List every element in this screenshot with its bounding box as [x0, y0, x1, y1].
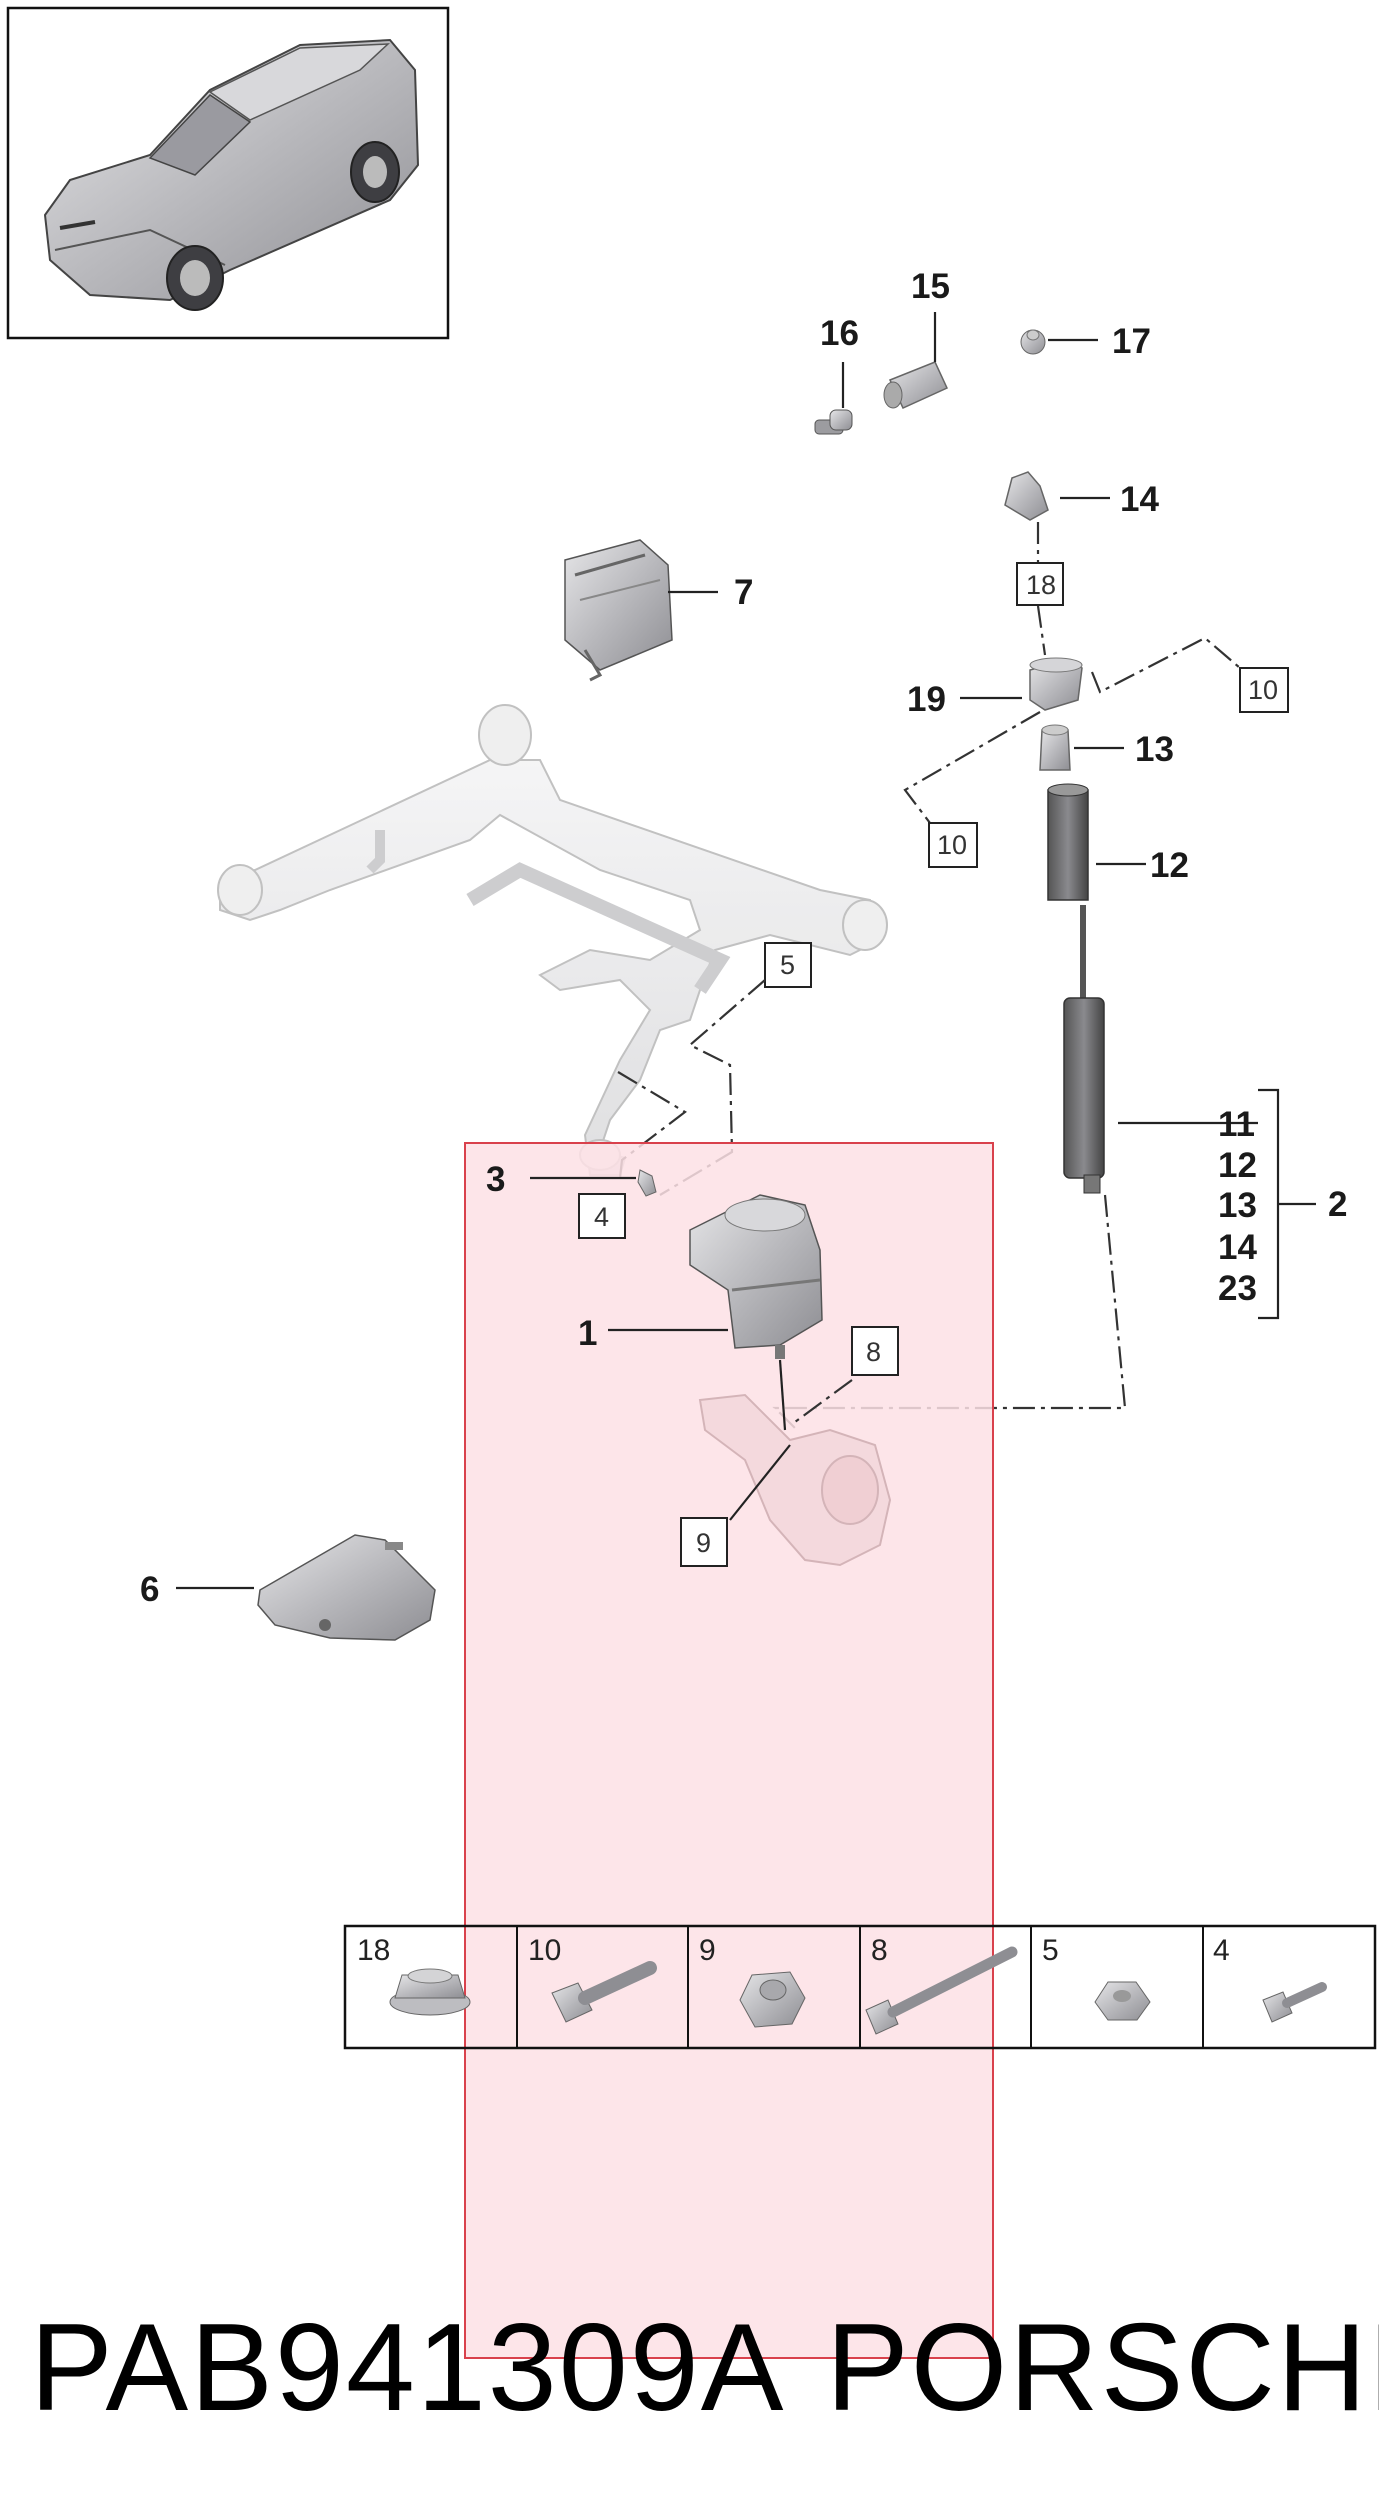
svg-text:5: 5: [780, 950, 795, 980]
bolt-icon: [551, 1961, 657, 2023]
vehicle-thumbnail: [6, 6, 450, 340]
svg-text:5: 5: [1042, 1934, 1059, 1967]
part-3-level-sensor: 3: [486, 1160, 657, 1199]
wheel-carrier: [698, 1393, 892, 1567]
svg-text:4: 4: [594, 1202, 609, 1232]
group-item-13: 13: [1218, 1186, 1257, 1225]
group-item-12: 12: [1218, 1146, 1257, 1185]
ref-box-10-lower: 10: [903, 711, 1041, 868]
callout-1: 1: [578, 1314, 597, 1353]
part-17-cap: 17: [1020, 322, 1151, 361]
part-19-bearing: 19: [907, 657, 1083, 719]
svg-text:8: 8: [866, 1337, 881, 1367]
callout-14: 14: [1120, 480, 1159, 519]
callout-11: 11: [1218, 1105, 1255, 1144]
part-15-dust-sleeve: 15: [883, 267, 950, 409]
svg-text:10: 10: [528, 1934, 561, 1967]
table-cell-8: 8: [865, 1934, 1018, 2035]
hex-nut-icon: [1094, 1981, 1151, 2021]
svg-text:9: 9: [699, 1934, 716, 1967]
part-1-air-spring: 1: [578, 1194, 823, 1431]
callout-16: 16: [820, 314, 859, 353]
svg-text:9: 9: [696, 1528, 711, 1558]
group-item-14: 14: [1218, 1228, 1257, 1267]
part-6-sensor-module: 6: [140, 1534, 436, 1641]
bracket-group-2: 2 12 13 14 23: [1218, 1088, 1347, 1320]
callout-7: 7: [734, 573, 753, 612]
part-16-valve: 16: [814, 314, 859, 435]
highlight-region: [464, 1142, 994, 2359]
ref-box-9: 9: [680, 1444, 791, 1567]
callout-3: 3: [486, 1160, 505, 1199]
group-item-23: 23: [1218, 1269, 1257, 1308]
table-cell-18: 18: [357, 1934, 471, 2016]
table-cell-5: 5: [1042, 1934, 1151, 2021]
callout-17: 17: [1112, 322, 1151, 361]
short-bolt-icon: [1262, 1982, 1327, 2023]
long-bolt-icon: [865, 1946, 1018, 2035]
part-14-top-mount: 14: [1004, 471, 1159, 521]
table-cell-10: 10: [528, 1934, 657, 2023]
table-cell-4: 4: [1213, 1934, 1327, 2023]
callout-6: 6: [140, 1570, 159, 1609]
hardware-table: 18 10 9 8: [343, 1924, 1377, 2050]
suv-illustration-icon: [43, 38, 420, 311]
hex-nut-icon: [739, 1971, 806, 2028]
table-cell-9: 9: [699, 1934, 806, 2028]
callout-19: 19: [907, 680, 946, 719]
callout-2: 2: [1328, 1185, 1347, 1224]
svg-text:18: 18: [357, 1934, 390, 1967]
part-12-dust-boot: 12: [1047, 783, 1189, 901]
part-13-bump-stop: 13: [1039, 724, 1174, 771]
svg-text:18: 18: [1026, 570, 1056, 600]
callout-12: 12: [1150, 846, 1189, 885]
svg-text:8: 8: [871, 1934, 888, 1967]
ref-box-4: 4: [578, 1193, 626, 1239]
ref-box-18: 18: [1016, 522, 1064, 656]
svg-text:10: 10: [1248, 675, 1278, 705]
ref-box-10-upper: 10: [1090, 636, 1289, 713]
callout-13: 13: [1135, 730, 1174, 769]
flange-nut-icon: [389, 1968, 471, 2016]
brand-label: PORSCHE: [826, 2299, 1379, 2437]
rear-subframe: [217, 704, 888, 1176]
ref-box-5: 5: [617, 942, 812, 1196]
svg-text:4: 4: [1213, 1934, 1230, 1967]
ref-box-8: 8: [794, 1326, 899, 1423]
callout-15: 15: [911, 267, 950, 306]
part-7-control-unit: 7: [564, 539, 753, 682]
part-number-label: PAB941309A: [30, 2299, 785, 2437]
svg-text:10: 10: [937, 830, 967, 860]
